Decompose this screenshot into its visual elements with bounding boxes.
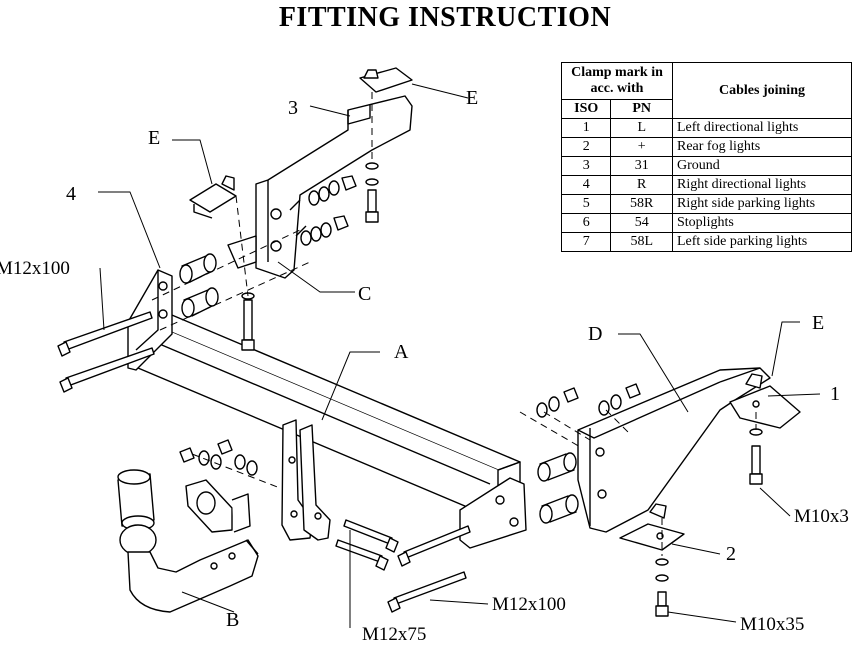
desc-cell: Ground bbox=[672, 156, 852, 176]
clamp-plate-2 bbox=[619, 503, 685, 551]
pn-cell: 58L bbox=[610, 232, 673, 252]
label-e-left: E bbox=[148, 127, 160, 149]
alignment-lines bbox=[151, 92, 757, 556]
clamp-plate-e-top bbox=[359, 67, 413, 93]
left-end-bracket bbox=[127, 269, 173, 371]
table-row: 2+Rear fog lights bbox=[560, 137, 852, 157]
bolt-label-m10x35-right: M10x3 bbox=[794, 506, 849, 527]
bolts-m12x100-left bbox=[57, 311, 155, 393]
iso-cell: 5 bbox=[560, 194, 612, 214]
iso-cell: 2 bbox=[560, 137, 612, 157]
desc-cell: Left directional lights bbox=[672, 118, 852, 138]
desc-cell: Right side parking lights bbox=[672, 194, 852, 214]
table-header-pn: PN bbox=[610, 99, 673, 119]
nuts-right bbox=[536, 383, 641, 418]
center-bracket bbox=[281, 419, 331, 541]
pn-cell: 54 bbox=[610, 213, 673, 233]
pn-cell: L bbox=[610, 118, 673, 138]
bolt-label-m12x100-left: M12x100 bbox=[0, 258, 70, 279]
label-3: 3 bbox=[288, 97, 298, 119]
table-header-cables: Cables joining bbox=[672, 62, 852, 119]
label-2: 2 bbox=[726, 543, 736, 565]
label-e-top: E bbox=[466, 87, 478, 109]
bolt-label-m12x100-bottom: M12x100 bbox=[492, 594, 566, 615]
tow-ball-b bbox=[117, 469, 259, 613]
clamp-plate-e-left bbox=[189, 175, 237, 219]
label-b: B bbox=[226, 609, 239, 631]
nuts-center-left bbox=[179, 439, 258, 476]
bolts-bottom bbox=[335, 519, 471, 613]
bolt-label-m12x75: M12x75 bbox=[362, 624, 426, 645]
cable-joining-table: Clamp mark in acc. with Cables joining I… bbox=[560, 62, 852, 252]
label-d: D bbox=[588, 323, 602, 345]
nuts-upper-left bbox=[300, 175, 357, 246]
pn-cell: 31 bbox=[610, 156, 673, 176]
label-a: A bbox=[394, 341, 409, 363]
pn-cell: R bbox=[610, 175, 673, 195]
iso-cell: 7 bbox=[560, 232, 612, 252]
iso-cell: 1 bbox=[560, 118, 612, 138]
iso-cell: 4 bbox=[560, 175, 612, 195]
iso-cell: 6 bbox=[560, 213, 612, 233]
label-e-right: E bbox=[812, 312, 824, 334]
ball-flange bbox=[185, 479, 251, 533]
label-4: 4 bbox=[66, 183, 76, 205]
desc-cell: Right directional lights bbox=[672, 175, 852, 195]
desc-cell: Stoplights bbox=[672, 213, 852, 233]
table-header-clamp: Clamp mark in acc. with bbox=[561, 62, 673, 100]
iso-cell: 3 bbox=[560, 156, 612, 176]
label-1: 1 bbox=[830, 383, 840, 405]
bolt-label-m10x35-bottom: M10x35 bbox=[740, 614, 804, 635]
desc-cell: Left side parking lights bbox=[672, 232, 852, 252]
desc-cell: Rear fog lights bbox=[672, 137, 852, 157]
spacer-tubes-right bbox=[537, 452, 579, 524]
clamp-plate-e-right bbox=[729, 373, 801, 429]
table-header-iso: ISO bbox=[560, 99, 612, 119]
vertical-bolts bbox=[241, 162, 763, 617]
pn-cell: 58R bbox=[610, 194, 673, 214]
label-c: C bbox=[358, 283, 371, 305]
spacer-tubes-left bbox=[179, 253, 219, 318]
right-end-bracket bbox=[459, 477, 527, 549]
right-side-bracket-d bbox=[577, 367, 771, 533]
page-title: FITTING INSTRUCTION bbox=[278, 2, 612, 33]
pn-cell: + bbox=[610, 137, 673, 157]
clamp-header-text: Clamp mark in acc. with bbox=[571, 65, 663, 96]
leader-lines bbox=[98, 83, 821, 628]
